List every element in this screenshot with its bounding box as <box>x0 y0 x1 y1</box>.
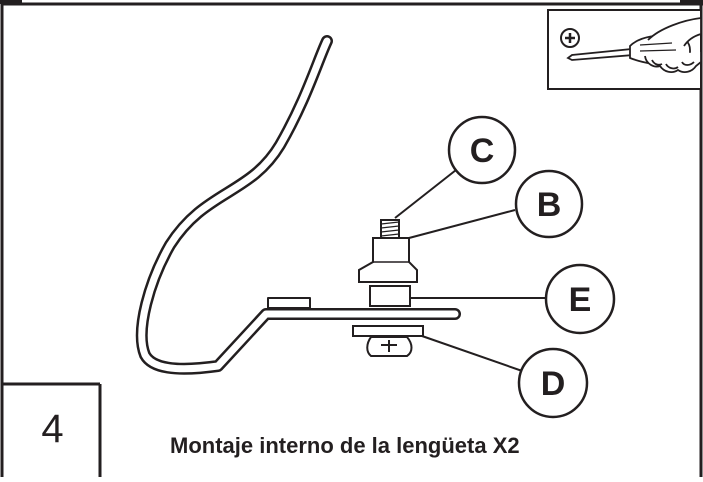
callout-c: C <box>447 115 517 185</box>
nut-body <box>358 237 418 283</box>
tab-bracket <box>135 35 461 375</box>
step-number-box <box>2 382 102 477</box>
fastener-assembly <box>352 219 424 357</box>
step-number: 4 <box>41 407 64 451</box>
washer <box>352 325 424 337</box>
step-caption: Montaje interno de la lengüeta X2 <box>170 433 520 458</box>
callout-d-label: D <box>541 365 566 403</box>
phillips-screwdriver-icon <box>566 16 702 73</box>
phillips-head-icon <box>560 28 580 48</box>
callout-e-label: E <box>569 281 592 319</box>
spacer <box>369 285 411 307</box>
callout-b: B <box>514 169 584 239</box>
tool-inset <box>547 9 702 90</box>
callout-d: D <box>517 347 589 419</box>
threaded-stud <box>380 219 400 239</box>
callout-c-label: C <box>470 132 495 170</box>
leader-lines <box>394 169 546 374</box>
callout-b-label: B <box>537 186 562 224</box>
callout-e: E <box>544 263 616 335</box>
